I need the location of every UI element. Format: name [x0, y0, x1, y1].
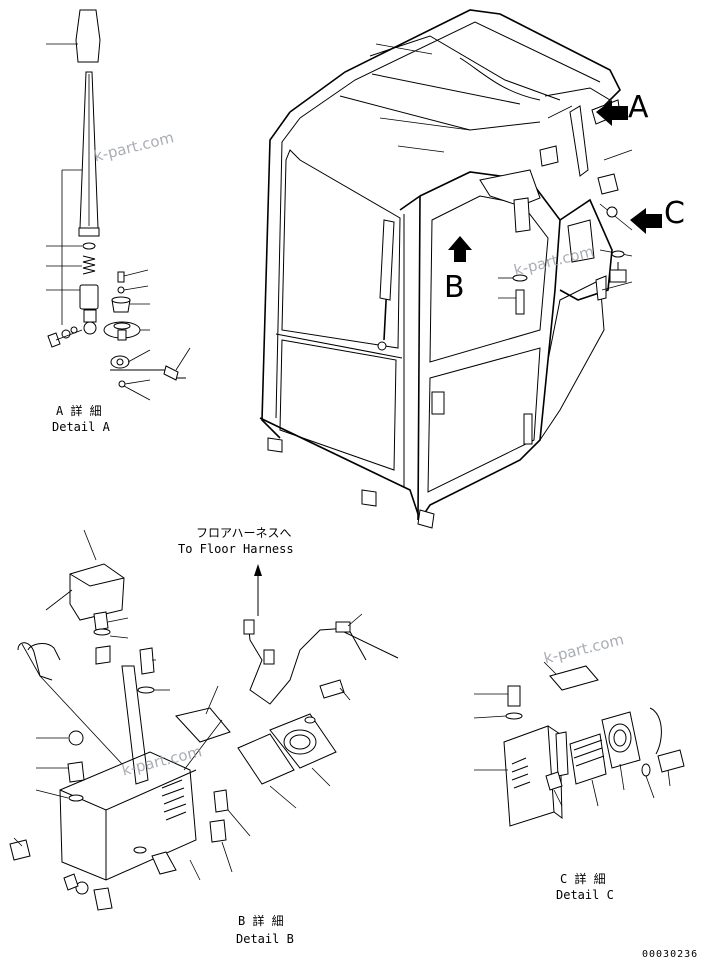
bolt [515, 289, 525, 315]
antenna-mount-parts [103, 271, 186, 388]
cab-leaders [375, 43, 633, 291]
antenna-assembly [46, 9, 191, 401]
antenna-ring [82, 242, 96, 250]
detail-b-caption-en: Detail B [236, 932, 294, 946]
antenna-spring [82, 255, 96, 275]
detail-b-leaders [13, 529, 363, 881]
view-arrow-b [448, 236, 472, 262]
detail-a-caption-en: Detail A [52, 420, 110, 434]
view-letter-b: B [444, 270, 465, 305]
speaker-grille [161, 779, 187, 821]
floor-harness-caption-en: To Floor Harness [178, 542, 294, 556]
detail-c-caption-en: Detail C [556, 888, 614, 902]
detail-c-assembly [473, 661, 685, 827]
detail-a-leaders [46, 43, 191, 401]
view-arrow-c [630, 208, 662, 234]
antenna-base-hardware [47, 326, 83, 348]
view-letter-a: A [628, 90, 649, 125]
speaker-grille-c [511, 757, 531, 789]
antenna-cap [75, 9, 101, 63]
detail-c-caption-jp: C 詳 細 [560, 872, 606, 886]
view-arrow-a [596, 100, 628, 126]
antenna-sleeve [79, 284, 99, 310]
operator-cab [259, 9, 633, 529]
detail-c-leaders [473, 661, 671, 807]
detail-b-assembly [9, 529, 399, 911]
view-arrows [448, 100, 662, 262]
floor-harness-caption-jp: フロアハーネスへ [196, 526, 292, 540]
detail-b-caption-jp: B 詳 細 [238, 914, 284, 928]
detail-a-caption-jp: A 詳 細 [56, 404, 102, 418]
drawing-number: 00030236 [642, 949, 699, 960]
view-letter-c: C [664, 196, 685, 231]
floor-harness-arrow [254, 564, 262, 616]
